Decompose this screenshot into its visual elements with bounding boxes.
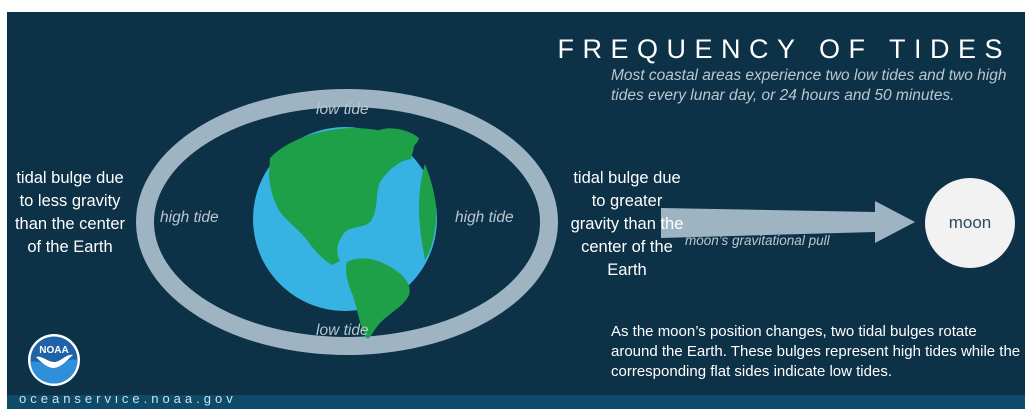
south-america-land <box>345 258 410 339</box>
diagram-panel: FREQUENCY OF TIDES Most coastal areas ex… <box>7 12 1025 395</box>
moon-circle <box>925 178 1015 268</box>
noaa-logo: NOAA <box>28 334 80 386</box>
gravitational-pull-label: moon’s gravitational pull <box>685 233 830 248</box>
page-title: FREQUENCY OF TIDES <box>557 34 1011 64</box>
footer-bar: oceanservice.noaa.gov <box>7 395 1025 409</box>
earth-globe <box>253 127 437 339</box>
low-tide-top-label: low tide <box>316 101 369 118</box>
moon-label: moon <box>948 213 992 232</box>
north-america-land <box>269 128 415 265</box>
low-tide-bottom-label: low tide <box>316 322 369 339</box>
noaa-logo-text: NOAA <box>39 345 68 356</box>
gravitational-pull-arrow <box>661 201 915 243</box>
explanation-note: As the moon’s position changes, two tida… <box>611 323 1021 380</box>
footer-url[interactable]: oceanservice.noaa.gov <box>19 395 237 406</box>
tide-diagram <box>136 89 1015 355</box>
page-subtitle: Most coastal areas experience two low ti… <box>611 67 1007 104</box>
high-tide-right-label: high tide <box>455 209 514 226</box>
tidal-bulge-ellipse <box>136 89 558 355</box>
greenland-land <box>379 128 419 151</box>
high-tide-left-label: high tide <box>160 209 219 226</box>
tidal-bulge-right-label: tidal bulge due to greater gravity than … <box>570 169 684 279</box>
africa-europe-land <box>419 164 437 260</box>
tidal-bulge-left-label: tidal bulge due to less gravity than the… <box>14 169 126 256</box>
